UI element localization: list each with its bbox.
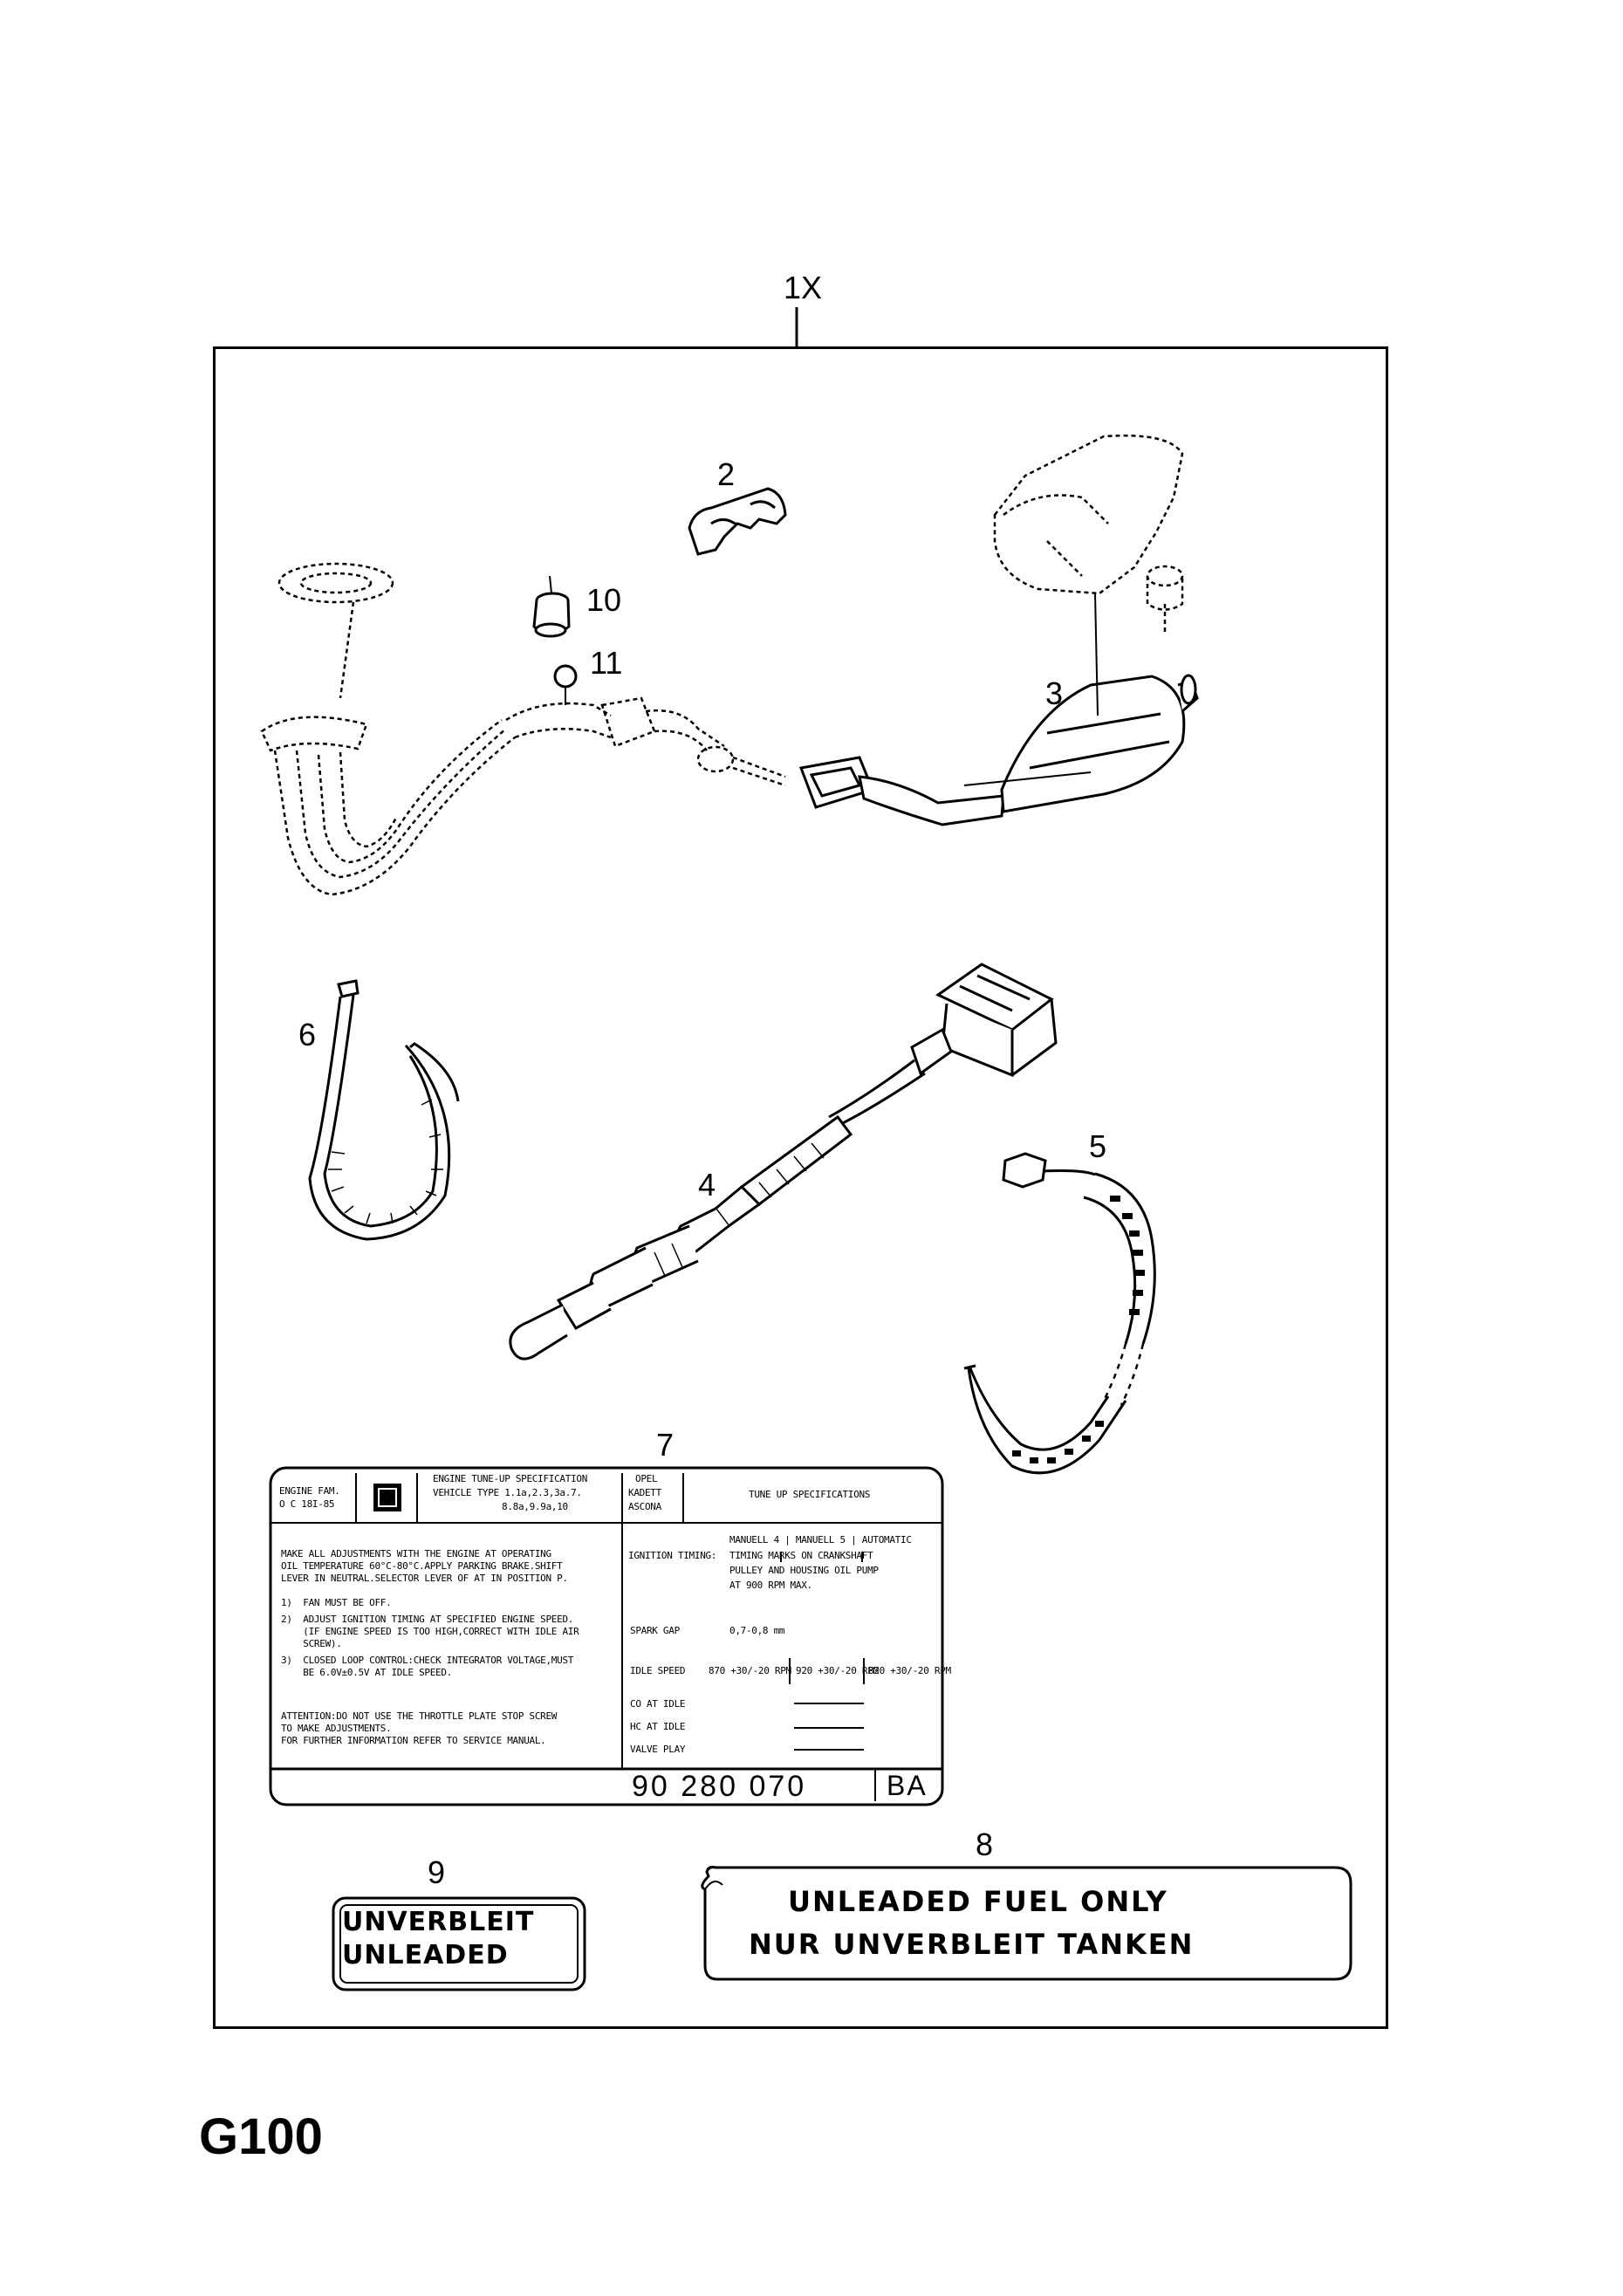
gm-logo-icon [373, 1484, 401, 1511]
sticker9-line2: UNLEADED [342, 1940, 509, 1970]
label-co: CO AT IDLE [630, 1698, 686, 1710]
callout-9: 9 [428, 1854, 446, 1890]
label-idle-speed-3: 820 +30/-20 RPM [868, 1665, 951, 1676]
label-instr-1: OIL TEMPERATURE 60°C-80°C.APPLY PARKING … [281, 1560, 563, 1572]
label-instr-5: (IF ENGINE SPEED IS TOO HIGH,CORRECT WIT… [281, 1626, 579, 1637]
label-vehicle-type-1: VEHICLE TYPE 1.1a,2.3,3a.7. [433, 1487, 582, 1498]
label-trans-header: MANUELL 4 | MANUELL 5 | AUTOMATIC [729, 1534, 912, 1546]
label-make-3: ASCONA [628, 1501, 661, 1512]
page-code: G100 [199, 2108, 323, 2165]
label-ignition-value-2: PULLEY AND HOUSING OIL PUMP [729, 1565, 879, 1576]
callout-7: 7 [656, 1427, 675, 1463]
assembly-frame [213, 346, 1388, 2029]
label-valve: VALVE PLAY [630, 1744, 686, 1755]
callout-10: 10 [586, 582, 622, 618]
label-attention-0: ATTENTION:DO NOT USE THE THROTTLE PLATE … [281, 1710, 558, 1722]
label-hc: HC AT IDLE [630, 1721, 686, 1732]
label-instr-7: 3) CLOSED LOOP CONTROL:CHECK INTEGRATOR … [281, 1655, 574, 1666]
label-instr-4: 2) ADJUST IGNITION TIMING AT SPECIFIED E… [281, 1614, 574, 1625]
callout-2: 2 [717, 456, 736, 492]
label-attention-2: FOR FURTHER INFORMATION REFER TO SERVICE… [281, 1735, 546, 1746]
label-make-1: OPEL [635, 1473, 658, 1484]
sticker8-line2: NUR UNVERBLEIT TANKEN [749, 1928, 1195, 1961]
label-tune-up-title: TUNE UP SPECIFICATIONS [749, 1489, 871, 1500]
label-spec-title: ENGINE TUNE-UP SPECIFICATION [433, 1473, 588, 1484]
label-attention-1: TO MAKE ADJUSTMENTS. [281, 1723, 392, 1734]
label-spark-gap: SPARK GAP [630, 1625, 680, 1636]
callout-8: 8 [976, 1827, 994, 1862]
label-instr-2: LEVER IN NEUTRAL.SELECTOR LEVER OF AT IN… [281, 1573, 568, 1584]
label-engine-fam: ENGINE FAM. [279, 1485, 340, 1497]
label-suffix: BA [887, 1770, 928, 1801]
callout-5: 5 [1089, 1128, 1107, 1164]
label-ignition-value-3: AT 900 RPM MAX. [729, 1580, 812, 1591]
label-vehicle-type-2: 8.8a,9.9a,10 [502, 1501, 568, 1512]
label-ignition-timing: IGNITION TIMING: [628, 1550, 717, 1561]
label-engine-fam-value: O C 18I-85 [279, 1498, 335, 1510]
label-instr-6: SCREW). [281, 1638, 342, 1649]
label-idle-speed-1: 870 +30/-20 RPM [709, 1665, 791, 1676]
label-part-number: 90 280 070 [632, 1770, 807, 1803]
label-instr-0: MAKE ALL ADJUSTMENTS WITH THE ENGINE AT … [281, 1548, 551, 1559]
callout-3: 3 [1045, 675, 1064, 711]
label-ignition-value-1: TIMING MARKS ON CRANKSHAFT [729, 1550, 873, 1561]
label-instr-8: BE 6.0V±0.5V AT IDLE SPEED. [281, 1667, 452, 1678]
callout-6: 6 [298, 1017, 317, 1052]
label-idle-speed-2: 920 +30/-20 RPM [796, 1665, 879, 1676]
callout-4: 4 [698, 1167, 716, 1203]
label-idle-speed: IDLE SPEED [630, 1665, 686, 1676]
sticker8-line1: UNLEADED FUEL ONLY [788, 1885, 1168, 1918]
label-spark-gap-value: 0,7-0,8 mm [729, 1625, 785, 1636]
label-instr-3: 1) FAN MUST BE OFF. [281, 1597, 392, 1608]
sticker9-line1: UNVERBLEIT [342, 1907, 535, 1937]
callout-11: 11 [590, 645, 623, 681]
assembly-callout: 1X [784, 270, 823, 305]
label-make-2: KADETT [628, 1487, 661, 1498]
